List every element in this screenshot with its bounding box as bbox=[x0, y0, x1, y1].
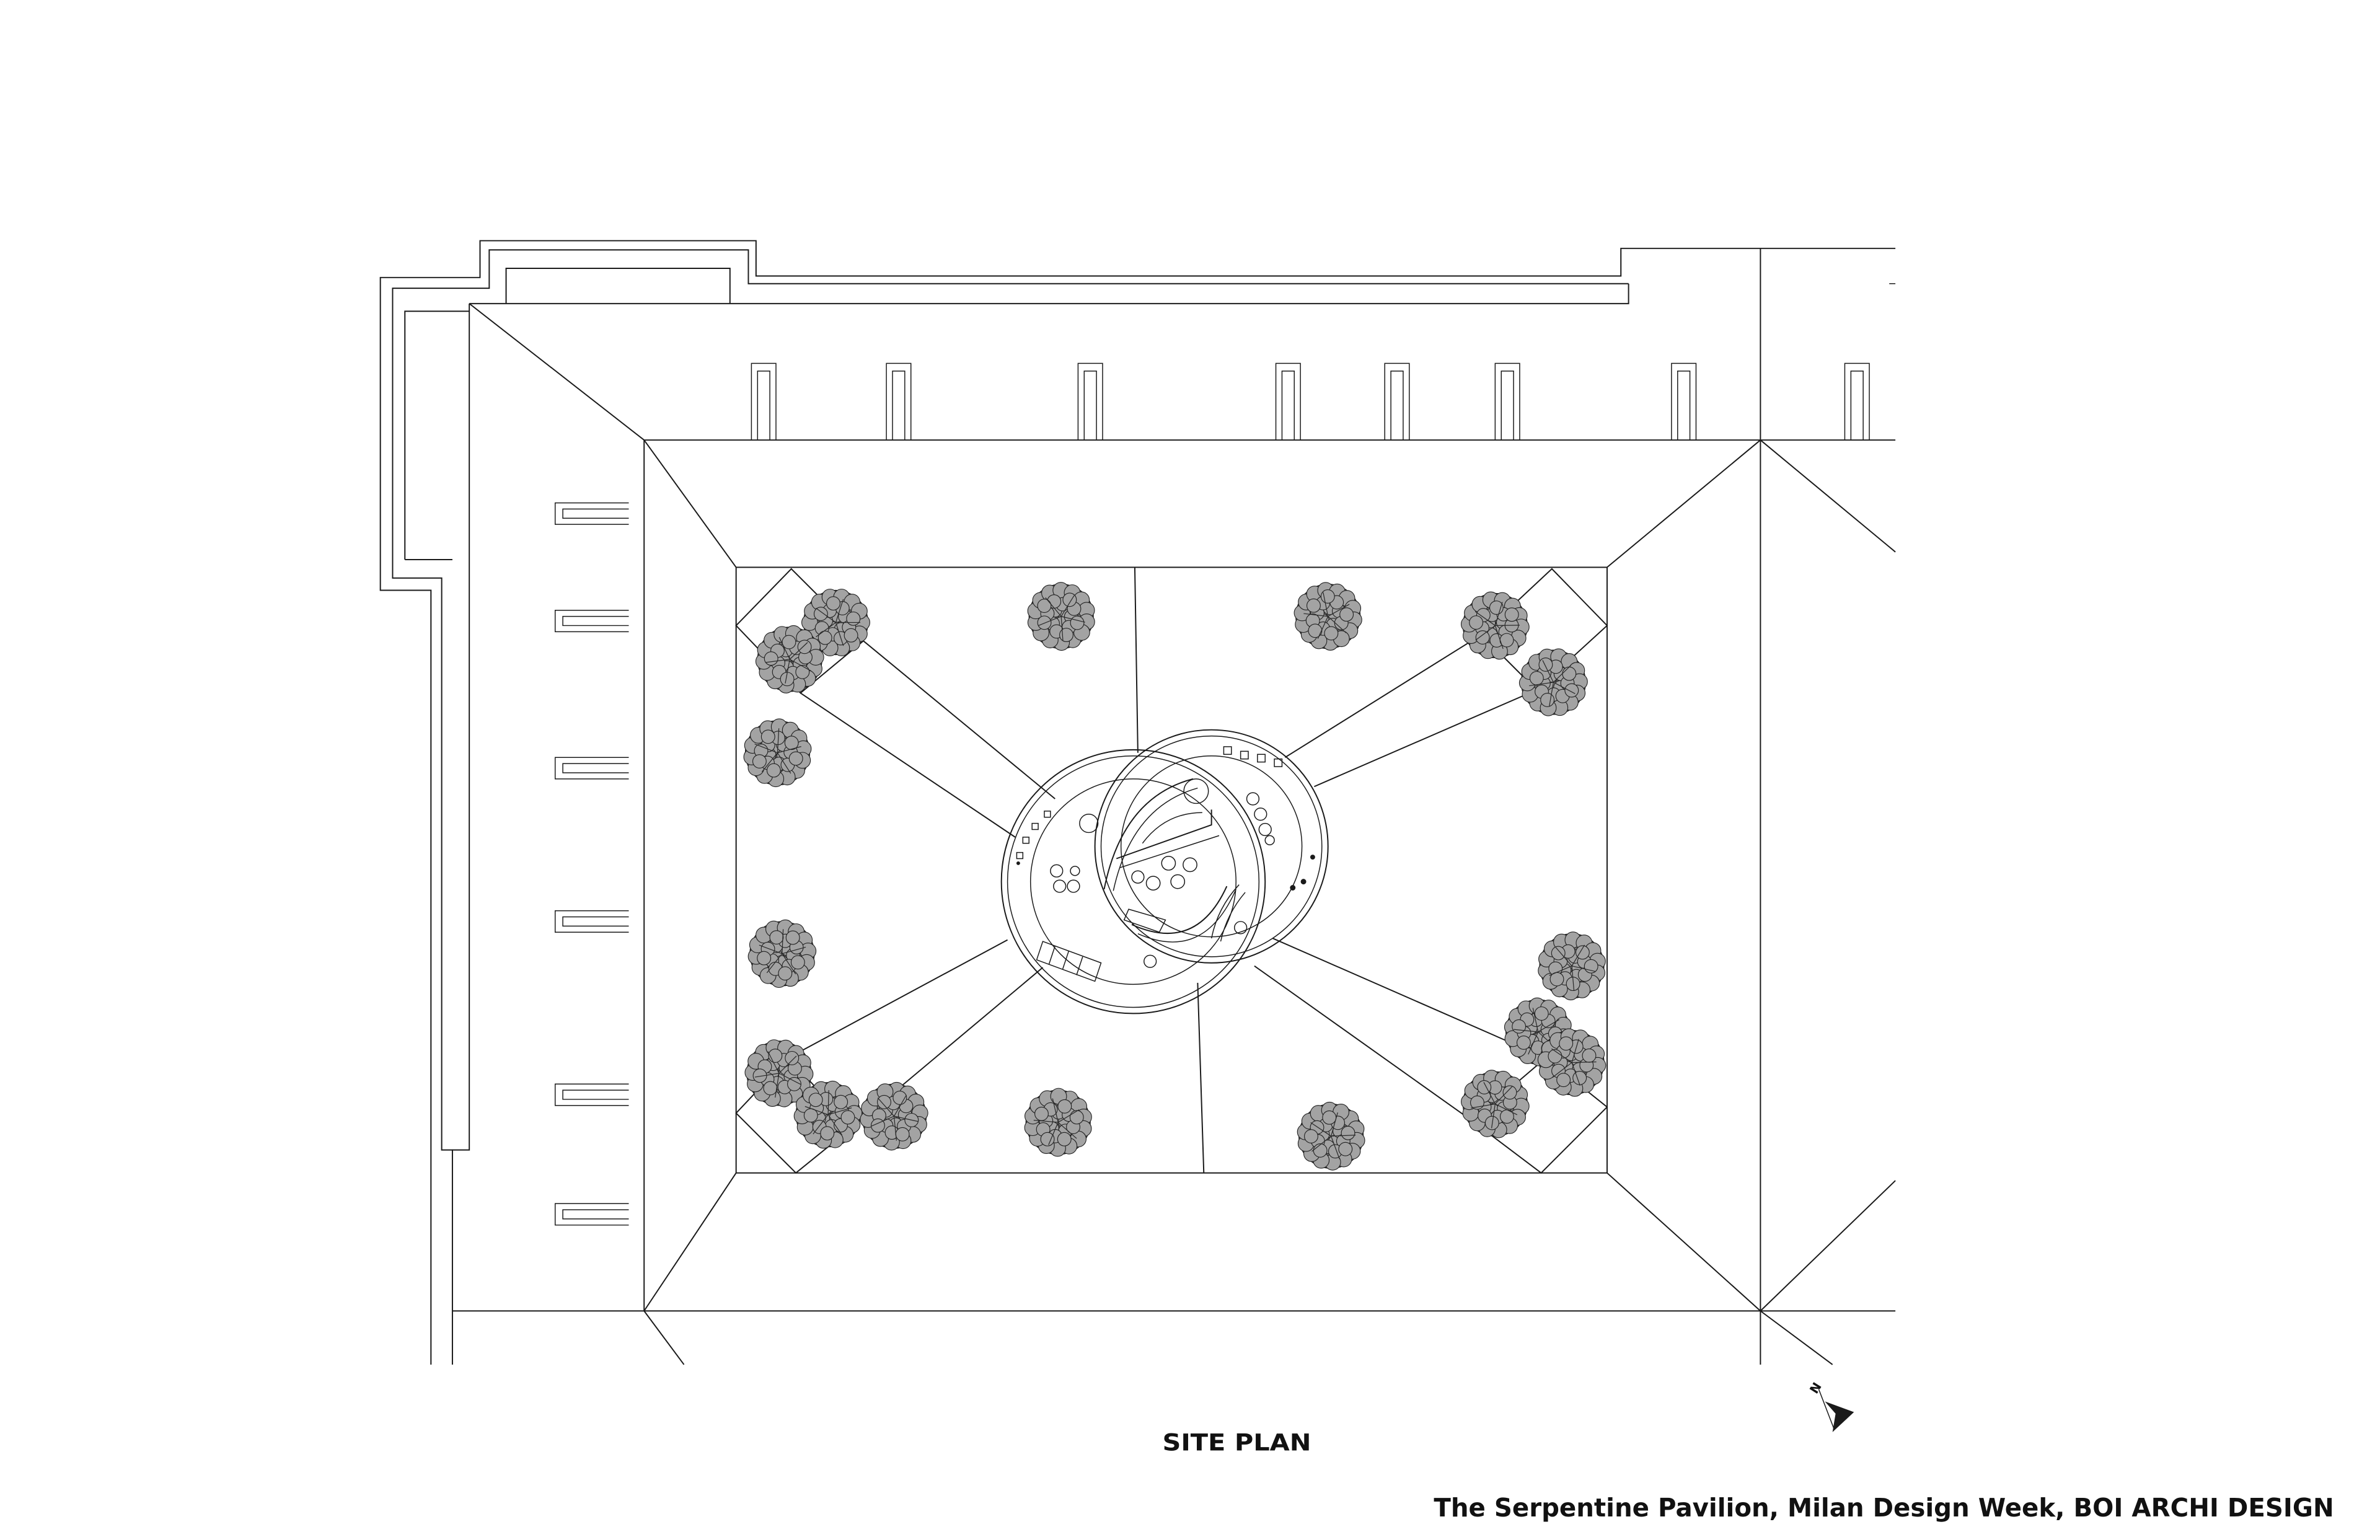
tree bbox=[747, 919, 817, 988]
tree bbox=[755, 625, 824, 693]
window-left bbox=[554, 757, 629, 780]
trees bbox=[743, 582, 1606, 1171]
pavilion-ring-left-outer bbox=[1000, 749, 1266, 1014]
window-top bbox=[1275, 363, 1301, 441]
corridor-diagonals bbox=[469, 303, 1896, 1365]
courtyard-corridor bbox=[452, 303, 1896, 1365]
window-top bbox=[1077, 363, 1103, 441]
tree bbox=[860, 1081, 928, 1151]
window-left bbox=[554, 609, 629, 633]
window-top bbox=[1384, 363, 1410, 441]
building-skylight bbox=[505, 267, 731, 304]
pavilion-stools bbox=[1050, 778, 1275, 968]
building-second-edge bbox=[392, 249, 1629, 1365]
tree bbox=[1027, 582, 1095, 651]
north-arrow-head bbox=[1825, 1401, 1854, 1432]
north-arrow-shaft bbox=[1818, 1389, 1835, 1430]
north-arrow: N bbox=[1807, 1380, 1854, 1432]
tree bbox=[1518, 648, 1588, 716]
pavilion-bench bbox=[1036, 941, 1102, 982]
pavilion-markers bbox=[1016, 855, 1315, 891]
window-top bbox=[1494, 363, 1520, 441]
drawing-title: SITE PLAN bbox=[1162, 1430, 1311, 1456]
left-windows bbox=[554, 502, 629, 1226]
north-label: N bbox=[1807, 1380, 1825, 1396]
pavilion-ring-left-inner bbox=[1029, 778, 1236, 985]
garden-paths bbox=[788, 567, 1546, 1173]
tree bbox=[743, 718, 812, 788]
pavilion-arches bbox=[1103, 778, 1246, 943]
tree bbox=[1461, 1070, 1530, 1138]
window-top bbox=[1671, 363, 1697, 441]
pavilion-ring-right-outer bbox=[1094, 729, 1329, 964]
top-windows bbox=[751, 363, 1870, 441]
tree bbox=[793, 1080, 863, 1149]
drawing-caption: The Serpentine Pavilion, Milan Design We… bbox=[1434, 1493, 2334, 1523]
window-left bbox=[554, 910, 629, 933]
pavilion-ring-left-middle bbox=[1007, 755, 1260, 1008]
tree bbox=[1538, 931, 1606, 1001]
building-outer-edge bbox=[379, 240, 1896, 1365]
window-left bbox=[554, 1203, 629, 1226]
tree bbox=[1460, 591, 1530, 660]
tree bbox=[1024, 1088, 1092, 1157]
window-top bbox=[751, 363, 777, 441]
window-top bbox=[1844, 363, 1870, 441]
pavilion bbox=[1000, 729, 1329, 1014]
window-left bbox=[554, 502, 629, 525]
tree bbox=[1297, 1101, 1365, 1171]
pavilion-ring-blocks bbox=[1016, 746, 1283, 860]
garden-boundary bbox=[735, 566, 1608, 1174]
tree bbox=[1294, 582, 1362, 651]
tree bbox=[744, 1039, 814, 1107]
pavilion-ring-right-middle bbox=[1100, 735, 1323, 957]
tree bbox=[1537, 1028, 1606, 1097]
window-top bbox=[886, 363, 912, 441]
building-left-wall bbox=[452, 303, 470, 1151]
building-outline bbox=[379, 240, 1896, 1365]
window-left bbox=[554, 1083, 629, 1106]
building-inner-wing bbox=[404, 310, 470, 561]
building-roof-edge bbox=[469, 283, 1629, 304]
